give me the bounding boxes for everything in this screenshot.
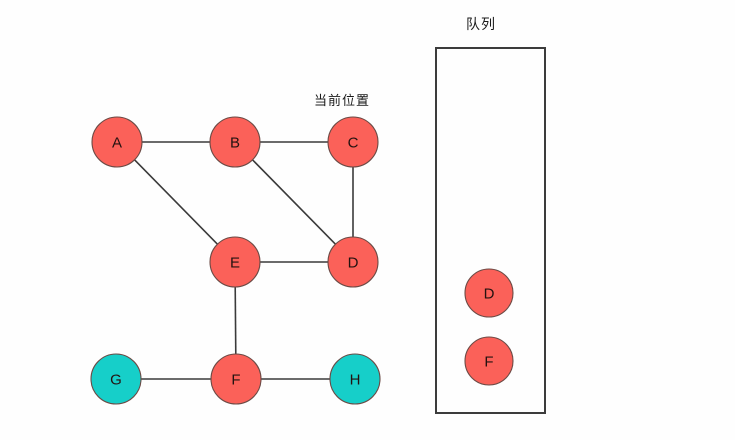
graph-node-f[interactable]: F	[210, 353, 262, 405]
graph-node-circle-c[interactable]	[327, 116, 379, 168]
graph-nodes-group: A B C E D G F H	[90, 116, 381, 405]
queue-items-group: DF	[464, 268, 514, 386]
queue-item-circle-f[interactable]	[464, 336, 514, 386]
graph-edge-e-f	[234, 285, 237, 356]
graph-node-circle-h[interactable]	[329, 353, 381, 405]
graph-node-circle-b[interactable]	[209, 116, 261, 168]
queue-item-circle-d[interactable]	[464, 268, 514, 318]
graph-node-a[interactable]: A	[91, 116, 143, 168]
graph-node-circle-f[interactable]	[210, 353, 262, 405]
graph-node-d[interactable]: D	[327, 236, 379, 288]
queue-item-f[interactable]: F	[464, 336, 514, 386]
graph-node-circle-g[interactable]	[90, 353, 142, 405]
graph-node-circle-a[interactable]	[91, 116, 143, 168]
graph-edge-b-d	[251, 158, 337, 246]
graph-node-h[interactable]: H	[329, 353, 381, 405]
graph-node-b[interactable]: B	[209, 116, 261, 168]
graph-edge-a-e	[133, 158, 219, 246]
graph-node-circle-e[interactable]	[209, 236, 261, 288]
queue-title: 队列	[466, 16, 496, 32]
graph-edges-group	[133, 141, 354, 380]
current-position-label: 当前位置	[314, 93, 371, 108]
queue-item-d[interactable]: D	[464, 268, 514, 318]
graph-node-circle-d[interactable]	[327, 236, 379, 288]
graph-node-g[interactable]: G	[90, 353, 142, 405]
graph-node-e[interactable]: E	[209, 236, 261, 288]
graph-node-c[interactable]: C	[327, 116, 379, 168]
